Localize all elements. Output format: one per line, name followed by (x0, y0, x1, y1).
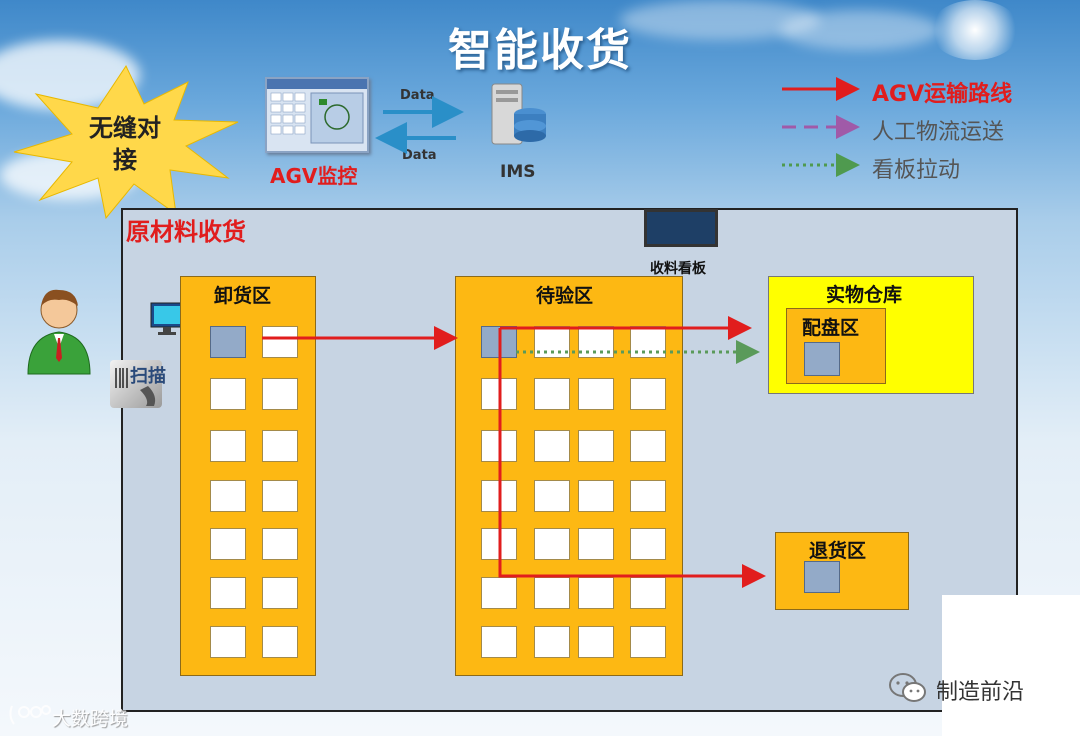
unload-slot (210, 626, 246, 658)
inspection-slot (630, 378, 666, 410)
legend-solid-arrow-icon (782, 77, 860, 101)
inspection-slot (534, 528, 570, 560)
inspection-slot (534, 577, 570, 609)
watermark-left: 大数跨境 (52, 708, 129, 730)
starburst-text: 无缝对 接 (60, 112, 190, 176)
starburst-line-2: 接 (113, 146, 137, 174)
legend-label: 看板拉动 (872, 158, 961, 183)
inspection-slot (481, 326, 517, 358)
unload-slot (210, 480, 246, 512)
person-icon (27, 289, 91, 375)
inspection-slot (578, 378, 614, 410)
legend-label: AGV运输路线 (872, 82, 1013, 107)
inspection-slot (578, 528, 614, 560)
inspection-slot (630, 480, 666, 512)
inspection-slot (630, 430, 666, 462)
unload-slot (210, 378, 246, 410)
inspection-slot (481, 626, 517, 658)
inspection-slot (578, 626, 614, 658)
area-title: 原材料收货 (126, 218, 246, 246)
inspection-slot (630, 577, 666, 609)
tray-slot (804, 342, 840, 376)
inspection-slot (481, 480, 517, 512)
agv-monitor-icon (265, 77, 369, 153)
unload-zone-title: 卸货区 (214, 285, 272, 307)
cloud (780, 10, 940, 50)
watermark-background (942, 595, 1080, 736)
inspection-slot (534, 480, 570, 512)
warehouse-zone-title: 实物仓库 (826, 284, 903, 306)
unload-slot (210, 528, 246, 560)
agv-monitor-label: AGV监控 (270, 164, 358, 188)
legend-dotted-arrow-icon (782, 153, 860, 177)
legend-agv-route: AGV运输路线 (782, 76, 1012, 107)
page-title: 智能收货 (448, 25, 632, 76)
scan-label: 扫描 (130, 366, 166, 387)
wechat-icon (889, 673, 926, 702)
server-icon (491, 83, 546, 145)
inspection-slot (630, 326, 666, 358)
inspection-slot (534, 378, 570, 410)
legend-label: 人工物流运送 (872, 120, 1005, 145)
starburst-line-1: 无缝对 (89, 114, 161, 142)
inspection-slot (534, 626, 570, 658)
unload-slot (210, 326, 246, 358)
unload-slot (262, 378, 298, 410)
unload-slot (210, 577, 246, 609)
inspection-slot (578, 430, 614, 462)
legend-dashed-arrow-icon (782, 115, 860, 139)
kanban-board-icon (644, 209, 718, 247)
legend-kanban-route: 看板拉动 (782, 152, 960, 183)
inspection-slot (578, 326, 614, 358)
unload-slot (262, 430, 298, 462)
watermark-right: 制造前沿 (936, 680, 1025, 705)
inspection-slot (481, 528, 517, 560)
inspection-slot (481, 378, 517, 410)
return-slot (804, 561, 840, 593)
starburst-shape (13, 64, 239, 220)
unload-slot (262, 626, 298, 658)
inspection-slot (534, 430, 570, 462)
unload-slot (210, 430, 246, 462)
data-label-bottom: Data (402, 148, 437, 163)
sun-glare (930, 0, 1020, 60)
unload-slot (262, 326, 298, 358)
inspection-zone-title: 待验区 (536, 285, 594, 307)
ims-label: IMS (500, 162, 536, 182)
computer-icon (150, 302, 184, 335)
return-zone (775, 532, 909, 610)
watermark-logo-icon (9, 705, 51, 725)
inspection-slot (578, 577, 614, 609)
legend-manual-route: 人工物流运送 (782, 114, 1004, 145)
unload-slot (262, 577, 298, 609)
inspection-slot (481, 430, 517, 462)
unload-slot (262, 480, 298, 512)
inspection-slot (481, 577, 517, 609)
inspection-slot (630, 528, 666, 560)
barcode-scanner-icon (110, 360, 162, 408)
inspection-slot (534, 326, 570, 358)
cloud (620, 0, 820, 40)
data-label-top: Data (400, 88, 435, 103)
unload-slot (262, 528, 298, 560)
inspection-slot (578, 480, 614, 512)
kanban-board-label: 收料看板 (650, 261, 706, 277)
tray-zone-title: 配盘区 (802, 317, 860, 339)
return-zone-title: 退货区 (809, 540, 867, 562)
inspection-slot (630, 626, 666, 658)
